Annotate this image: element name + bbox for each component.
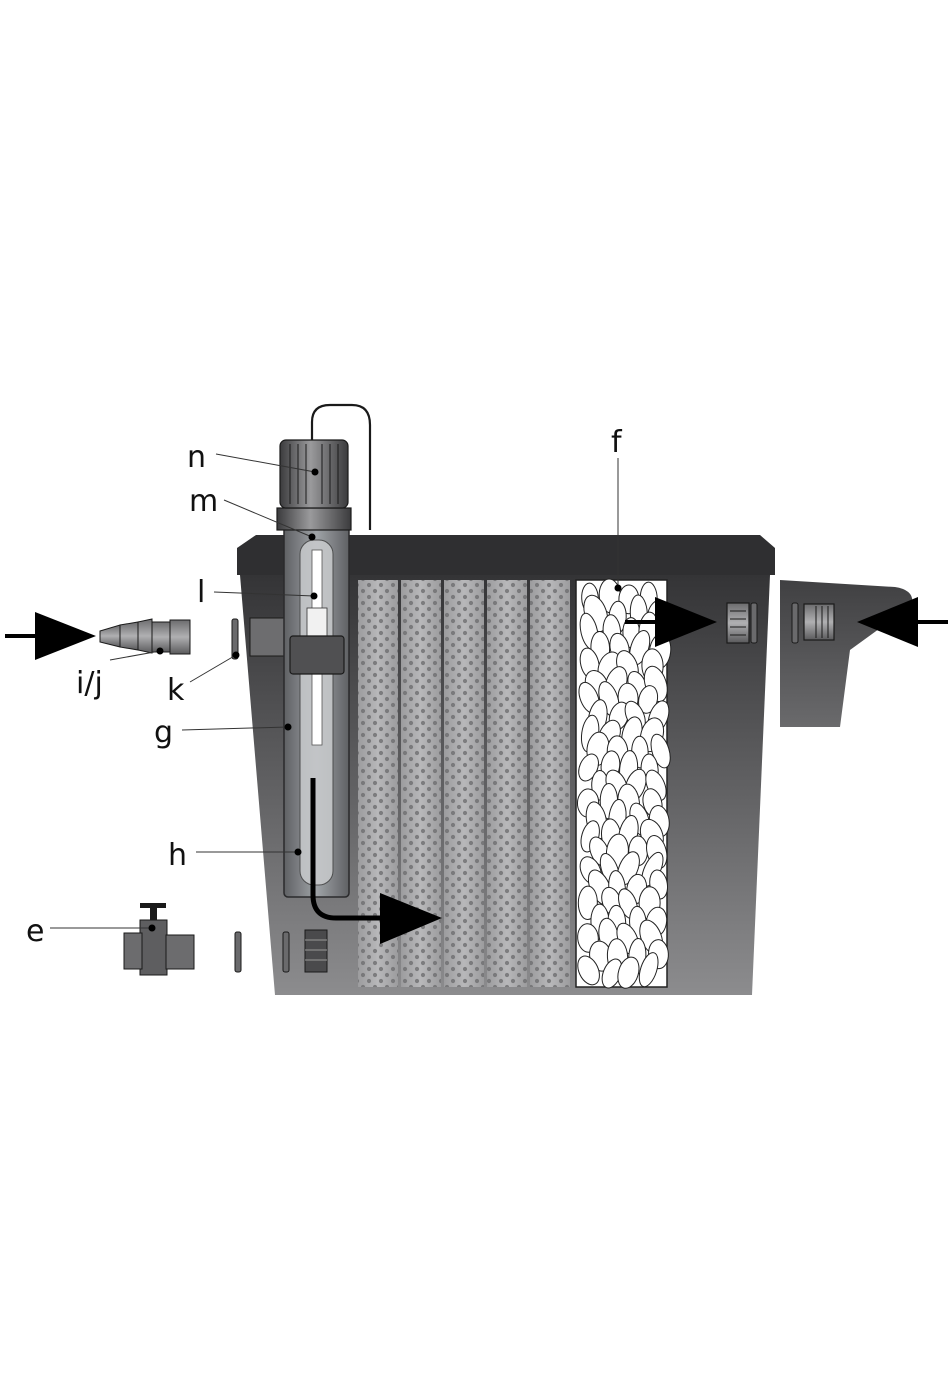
hose-tail-fitting xyxy=(100,619,190,654)
sponge-panel xyxy=(530,580,570,987)
label-l: l xyxy=(197,575,205,610)
outlet-fitting xyxy=(727,603,757,643)
label-f: f xyxy=(611,425,623,460)
label-m: m xyxy=(189,484,218,519)
label-h: h xyxy=(168,838,187,873)
label-k: k xyxy=(167,673,185,708)
label-g: g xyxy=(154,715,173,750)
sealing-washer xyxy=(235,932,241,972)
label-n: n xyxy=(187,440,206,475)
sleeve-nut xyxy=(290,636,344,674)
pump-housing xyxy=(780,580,912,727)
arrow-right-icon xyxy=(5,612,96,660)
label-e: e xyxy=(26,914,44,949)
sponge-panel xyxy=(444,580,484,987)
lamp-socket xyxy=(307,608,327,638)
sponge-panel xyxy=(487,580,527,987)
label-ij: i/j xyxy=(76,666,103,701)
drain-valve xyxy=(124,903,194,975)
